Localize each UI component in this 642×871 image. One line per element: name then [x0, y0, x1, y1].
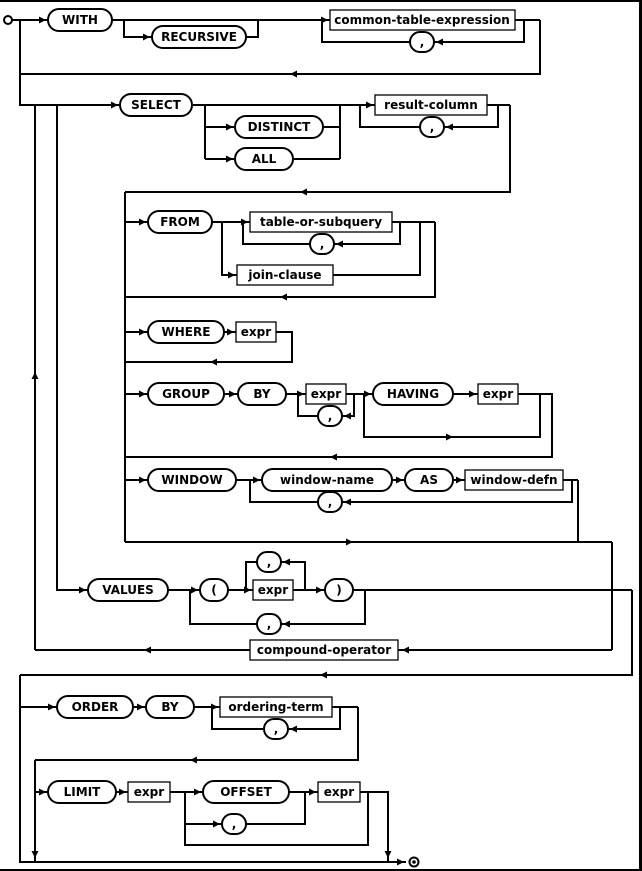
node-recursive-keyword: RECURSIVE [151, 25, 247, 49]
comma-label: , [274, 722, 279, 736]
order-label: ORDER [72, 700, 119, 714]
node-window-name: window-name [261, 468, 393, 492]
by-label: BY [253, 387, 270, 401]
node-compound-operator[interactable]: compound-operator [249, 639, 399, 661]
arrowheads [31, 16, 476, 866]
node-all-keyword: ALL [234, 147, 294, 171]
select-label: SELECT [131, 98, 181, 112]
common-table-expression-label: common-table-expression [334, 13, 510, 27]
node-ordering-term-comma: , [263, 718, 289, 740]
comma-label: , [430, 120, 435, 134]
close-paren-label: ) [336, 583, 341, 597]
with-label: WITH [62, 13, 98, 27]
comma-label: , [267, 617, 272, 631]
node-ordering-term[interactable]: ordering-term [219, 696, 333, 718]
node-values-expr[interactable]: expr [252, 579, 294, 601]
node-distinct-keyword: DISTINCT [234, 115, 324, 139]
node-group-by-comma: , [317, 405, 343, 427]
expr-label: expr [483, 387, 513, 401]
as-label: AS [420, 473, 438, 487]
node-having-keyword: HAVING [372, 382, 454, 406]
comma-label: , [420, 35, 425, 49]
node-result-column-comma: , [419, 116, 445, 138]
node-values-keyword: VALUES [87, 578, 169, 602]
window-label: WINDOW [161, 473, 222, 487]
node-values-outer-comma: , [256, 613, 282, 635]
expr-label: expr [324, 785, 354, 799]
distinct-label: DISTINCT [248, 120, 312, 134]
node-table-or-subquery[interactable]: table-or-subquery [249, 211, 393, 233]
order-by-label: BY [161, 700, 178, 714]
node-limit-keyword: LIMIT [47, 780, 117, 804]
expr-label: expr [311, 387, 341, 401]
values-label: VALUES [102, 583, 154, 597]
comma-label: , [232, 817, 237, 831]
node-offset-expr[interactable]: expr [317, 781, 361, 803]
window-defn-label: window-defn [470, 473, 557, 487]
expr-label: expr [258, 583, 288, 597]
node-order-keyword: ORDER [56, 695, 134, 719]
group-label: GROUP [162, 387, 210, 401]
connector-lines [12, 19, 633, 863]
table-or-subquery-label: table-or-subquery [260, 215, 382, 229]
node-join-clause[interactable]: join-clause [236, 264, 334, 286]
comma-label: , [328, 409, 333, 423]
node-select-keyword: SELECT [119, 93, 193, 117]
node-group-by-expr[interactable]: expr [305, 383, 347, 405]
node-with-keyword: WITH [47, 8, 113, 32]
node-group-keyword: GROUP [147, 382, 225, 406]
node-where-keyword: WHERE [147, 320, 225, 344]
node-limit-expr[interactable]: expr [127, 781, 171, 803]
open-paren-label: ( [211, 583, 216, 597]
limit-label: LIMIT [64, 785, 102, 799]
node-where-expr[interactable]: expr [235, 321, 277, 343]
node-close-paren: ) [324, 578, 354, 602]
ordering-term-label: ordering-term [228, 700, 323, 714]
expr-label: expr [241, 325, 271, 339]
compound-operator-label: compound-operator [257, 643, 391, 657]
join-clause-label: join-clause [247, 268, 321, 282]
node-offset-keyword: OFFSET [202, 780, 290, 804]
where-label: WHERE [162, 325, 211, 339]
window-name-label: window-name [280, 473, 374, 487]
node-by-keyword: BY [237, 382, 287, 406]
node-window-defn[interactable]: window-defn [464, 469, 564, 491]
node-common-table-expression[interactable]: common-table-expression [329, 9, 516, 31]
node-cte-comma: , [409, 31, 435, 53]
all-label: ALL [252, 152, 277, 166]
node-having-expr[interactable]: expr [477, 383, 519, 405]
from-label: FROM [160, 215, 200, 229]
result-column-label: result-column [384, 98, 478, 112]
comma-label: , [267, 555, 272, 569]
node-from-keyword: FROM [147, 210, 213, 234]
recursive-label: RECURSIVE [161, 30, 237, 44]
comma-label: , [320, 237, 325, 251]
offset-label: OFFSET [220, 785, 272, 799]
node-limit-comma: , [221, 813, 247, 835]
node-values-inner-comma: , [256, 551, 282, 573]
node-as-keyword: AS [404, 468, 454, 492]
start-terminal [3, 15, 13, 25]
expr-label: expr [134, 785, 164, 799]
having-label: HAVING [387, 387, 439, 401]
node-window-comma: , [317, 491, 343, 513]
comma-label: , [328, 495, 333, 509]
node-table-or-subquery-comma: , [309, 233, 335, 255]
node-open-paren: ( [199, 578, 229, 602]
end-terminal-dot [412, 860, 416, 864]
node-order-by-keyword: BY [145, 695, 195, 719]
node-result-column[interactable]: result-column [374, 94, 488, 116]
node-window-keyword: WINDOW [147, 468, 237, 492]
